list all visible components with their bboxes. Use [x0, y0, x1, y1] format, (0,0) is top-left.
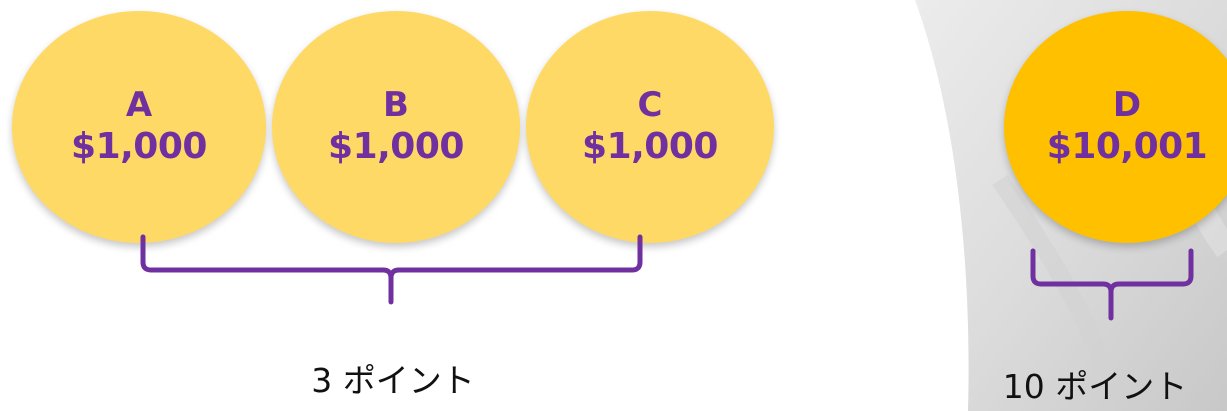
coin-b-letter: B — [383, 85, 409, 125]
bracket-group-abc — [140, 234, 643, 305]
coin-a-amount: $1,000 — [71, 126, 207, 167]
coin-c: C $1,000 — [526, 11, 774, 243]
coin-d: D $10,001 — [1004, 11, 1227, 243]
coin-c-amount: $1,000 — [582, 126, 718, 167]
coin-d-amount: $10,001 — [1046, 126, 1208, 167]
coin-b: B $1,000 — [272, 11, 520, 243]
coin-c-letter: C — [637, 85, 663, 125]
coin-a-letter: A — [125, 85, 153, 125]
points-label-group-d: 10 ポイント — [1002, 367, 1188, 406]
bracket-group-d — [1030, 248, 1194, 321]
coin-d-letter: D — [1112, 85, 1142, 125]
coin-b-amount: $1,000 — [328, 126, 464, 167]
points-label-group-abc: 3 ポイント — [311, 361, 475, 400]
coin-a: A $1,000 — [12, 11, 266, 243]
